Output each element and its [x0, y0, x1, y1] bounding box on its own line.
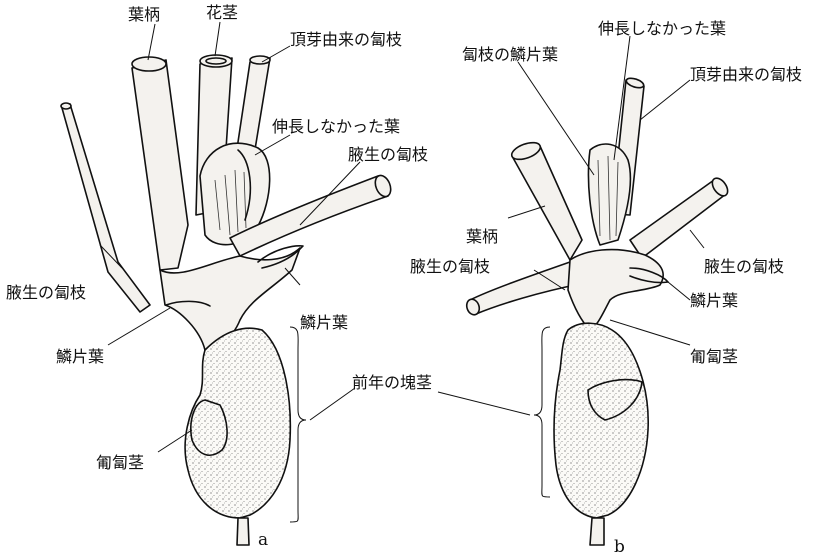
flower-stalk-cut	[200, 55, 232, 67]
tuber-base-a	[237, 518, 249, 545]
label-flower-stalk-a: 花茎	[206, 3, 238, 22]
panel-label-b: b	[614, 537, 625, 555]
tuber-b	[554, 323, 648, 518]
label-unelongated-leaf-a: 伸長しなかった葉	[272, 117, 400, 136]
label-petiole-a: 葉柄	[128, 5, 160, 24]
label-axillary-stolon-right-a: 腋生の匐枝	[348, 145, 428, 164]
panel-label-a: a	[258, 530, 268, 550]
petiole-cut	[132, 57, 166, 71]
label-scale-leaf-b: 鱗片葉	[690, 291, 738, 310]
rhizome-a	[191, 400, 227, 455]
label-unelongated-leaf-b: 伸長しなかった葉	[598, 19, 726, 38]
figure-b: b 匐枝の鱗片葉 伸長しなかった葉 頂芽由来の匐枝 葉柄 腋生の匐枝 腋生の匐枝…	[410, 19, 802, 555]
label-rhizome-b: 匍匐茎	[690, 347, 738, 366]
label-axillary-stolon-left-a: 腋生の匐枝	[6, 283, 86, 302]
label-axillary-stolon-left-b: 腋生の匐枝	[410, 257, 490, 276]
apical-stolon-cut	[250, 56, 270, 64]
label-apical-stolon-b: 頂芽由来の匐枝	[690, 65, 802, 84]
stem-b	[568, 250, 663, 330]
stolon-tip	[61, 103, 71, 109]
label-axillary-stolon-right-b: 腋生の匐枝	[704, 257, 784, 276]
tuber-base-b	[590, 518, 604, 545]
label-rhizome-a: 匍匐茎	[96, 453, 144, 472]
petiole-a	[132, 60, 188, 270]
figure-a: a 葉柄 花茎 頂芽由来の匐枝 伸長しなかった葉 腋生の匐枝 腋生の匐枝 鱗片葉…	[6, 3, 428, 550]
axillary-stolon-right-b	[630, 180, 726, 258]
axillary-stolon-left-a	[62, 104, 150, 312]
label-scale-leaf-right-a: 鱗片葉	[300, 313, 348, 332]
label-scale-leaf-left-a: 鱗片葉	[56, 347, 104, 366]
label-stolon-scale-leaf-b: 匐枝の鱗片葉	[462, 45, 558, 64]
label-apical-stolon-a: 頂芽由来の匐枝	[290, 30, 402, 49]
label-petiole-b: 葉柄	[466, 227, 498, 246]
label-previous-year-tuber: 前年の塊茎	[352, 373, 432, 392]
tuber-bracket-b	[534, 327, 550, 497]
tuber-bracket-a	[290, 327, 306, 522]
petiole-b	[512, 146, 582, 260]
